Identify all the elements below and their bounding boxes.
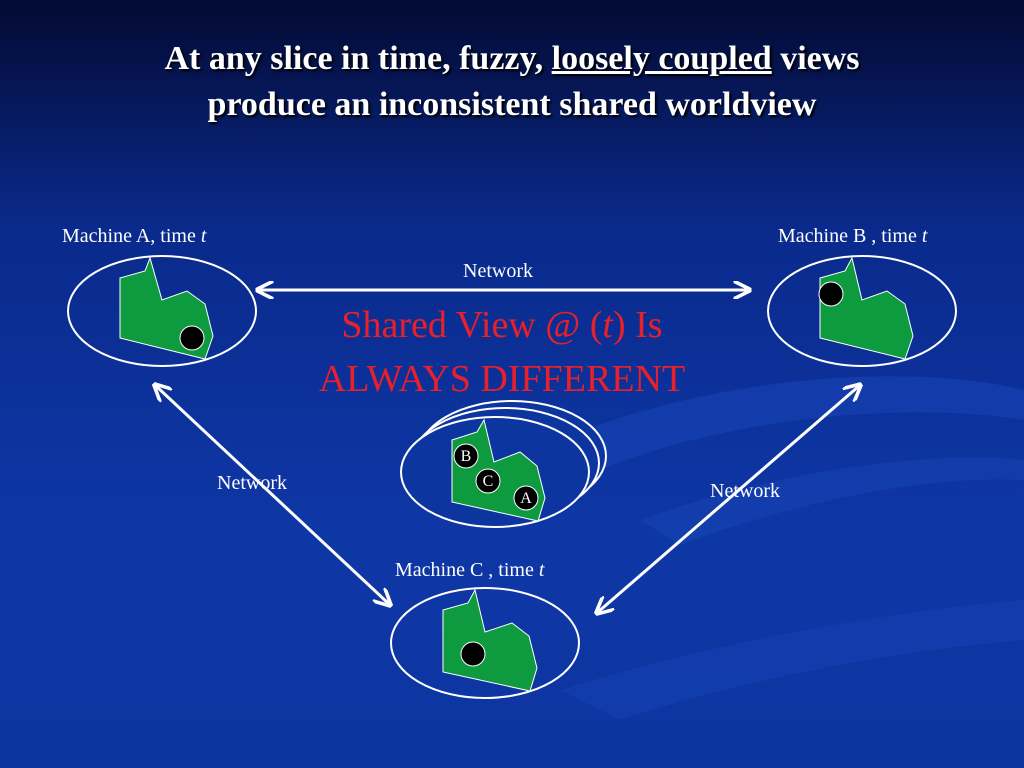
- slide-title: At any slice in time, fuzzy, loosely cou…: [0, 36, 1024, 128]
- machine-a-ellipse: [67, 255, 257, 367]
- network-arrow-right: [598, 386, 859, 612]
- machine-b-ellipse: [767, 255, 957, 367]
- machine-a-label: Machine A, time t: [62, 225, 207, 247]
- network-label-right: Network: [710, 480, 780, 502]
- machine-b-region: [819, 256, 914, 360]
- shared-marker-b: [453, 443, 479, 469]
- machine-a-marker: [179, 325, 205, 351]
- callout-line-2: ALWAYS DIFFERENT: [319, 358, 685, 400]
- shared-marker-b-label: B: [461, 448, 472, 465]
- shared-marker-c: [475, 468, 501, 494]
- title-line-1: At any slice in time, fuzzy, loosely cou…: [164, 40, 860, 77]
- network-label-top: Network: [463, 260, 533, 282]
- shared-marker-a: [513, 485, 539, 511]
- title-emphasis: loosely coupled: [551, 40, 772, 77]
- network-arrow-left: [156, 386, 389, 604]
- machine-c-region: [442, 588, 538, 692]
- shared-marker-a-label: A: [520, 490, 532, 507]
- machine-c-ellipse: [390, 587, 580, 699]
- machine-c-label: Machine C , time t: [395, 559, 545, 581]
- machine-b-marker: [818, 281, 844, 307]
- machine-b-label: Machine B , time t: [778, 225, 928, 247]
- machine-c-marker: [460, 641, 486, 667]
- callout-line-1: Shared View @ (t) Is: [341, 304, 662, 346]
- shared-marker-c-label: C: [483, 473, 494, 490]
- network-label-left: Network: [217, 472, 287, 494]
- title-line-2: produce an inconsistent shared worldview: [207, 86, 817, 123]
